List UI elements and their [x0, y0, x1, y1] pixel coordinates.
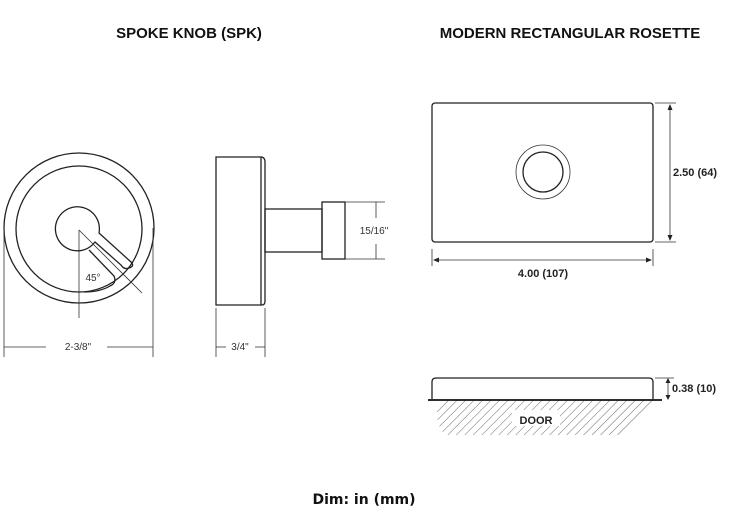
depth-label: 3/4" — [231, 342, 249, 353]
door-label: DOOR — [520, 415, 553, 427]
width-label: 4.00 (107) — [518, 268, 568, 280]
cap-label: 15/16" — [360, 226, 389, 237]
angle-label: 45° — [85, 273, 100, 284]
height-label: 2.50 (64) — [673, 167, 717, 179]
rosette-side-view: DOOR 0.38 (10) — [428, 377, 716, 435]
knob-title: SPOKE KNOB (SPK) — [116, 25, 262, 42]
rosette-title: MODERN RECTANGULAR ROSETTE — [440, 25, 701, 42]
knob-front-view: 45° 2-3/8" — [3, 152, 155, 357]
rosette-front-view: 2.50 (64) 4.00 (107) — [431, 102, 717, 280]
diameter-label: 2-3/8" — [65, 342, 92, 353]
thickness-label: 0.38 (10) — [672, 383, 716, 395]
units-label: Dim: in (mm) — [312, 492, 415, 508]
knob-side-view: 15/16" 3/4" — [215, 156, 389, 357]
